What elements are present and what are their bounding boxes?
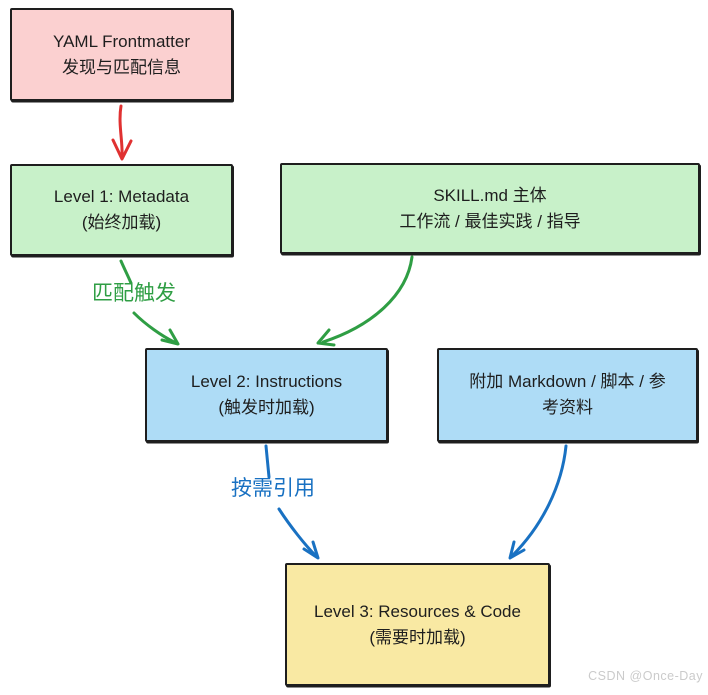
node-text-line: (触发时加载)	[218, 398, 315, 417]
node-skillmd-body: SKILL.md 主体 工作流 / 最佳实践 / 指导	[280, 163, 700, 254]
watermark: CSDN @Once-Day	[588, 669, 703, 683]
node-text-line: 发现与匹配信息	[62, 57, 181, 77]
node-text-line: Level 2: Instructions	[190, 372, 343, 391]
node-text-line: YAML Frontmatter	[53, 31, 190, 51]
node-level1-metadata: Level 1: Metadata (始终加载)	[10, 164, 233, 256]
node-text-line: Level 1: Metadata	[53, 187, 190, 206]
node-text-line: Level 3: Resources & Code	[314, 601, 521, 621]
node-text-line: 工作流 / 最佳实践 / 指导	[399, 211, 581, 231]
node-extra-resources: 附加 Markdown / 脚本 / 参 考资料	[437, 348, 698, 442]
node-text-line: 附加 Markdown / 脚本 / 参	[469, 372, 666, 391]
arrow-level2-to-level3	[264, 444, 320, 560]
node-text-line: SKILL.md 主体	[433, 185, 547, 205]
node-text-line: 考资料	[542, 398, 593, 417]
node-yaml-frontmatter: YAML Frontmatter 发现与匹配信息	[10, 8, 233, 101]
node-level2-instructions: Level 2: Instructions (触发时加载)	[145, 348, 388, 442]
node-text-line: (始终加载)	[81, 213, 162, 232]
arrow-extra-to-level3	[508, 444, 568, 560]
arrow-yaml-to-level1	[111, 104, 133, 161]
arrow-skillmd-to-level2	[316, 255, 414, 347]
edge-label-on-demand: 按需引用	[231, 477, 315, 500]
node-level3-resources-code: Level 3: Resources & Code (需要时加载)	[285, 563, 550, 686]
node-text-line: (需要时加载)	[369, 627, 466, 647]
edge-label-match-trigger: 匹配触发	[92, 282, 176, 305]
